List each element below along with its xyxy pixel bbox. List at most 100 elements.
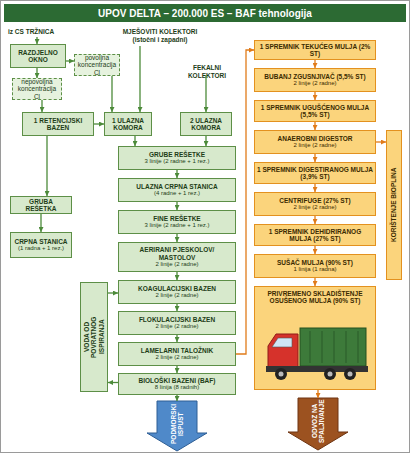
process-box: ULAZNA CRPNA STANICA(4 radne + 1 rez.)	[118, 178, 236, 202]
flow-connector	[108, 292, 118, 293]
text-holder: povoljna koncentracija Cl	[75, 55, 119, 75]
flow-connector	[314, 278, 315, 286]
text-holder: 1 ULAZNA KOMORA	[105, 113, 151, 135]
flow-connector	[36, 68, 37, 78]
box-detail: 2 linije (2 radne)	[293, 204, 336, 211]
process-box: 1 ULAZNA KOMORA	[104, 112, 152, 136]
box-heading: 1 SPREMNIK UGUŠĆENOG MULJA (5,5% ST)	[257, 104, 373, 119]
container-rib	[358, 331, 359, 363]
box-detail: (1 radna + 1 rez.)	[18, 245, 64, 252]
inflow-arrow	[139, 46, 140, 112]
inflow-arrow	[36, 37, 37, 44]
text-holder: 1 RETENCIJSKI BAZEN	[23, 113, 93, 135]
side-stream-box: VODA OD POVRATNOG ISPIRANJA	[80, 282, 108, 392]
arrow-outline	[288, 398, 348, 450]
text-holder: BIOLOŠKI BAZENI (BAF)8 linija (8 radnih)	[119, 374, 235, 394]
inflow-label: iz CS TRŽNICA	[8, 28, 68, 36]
flow-connector	[314, 154, 315, 162]
flow-connector	[314, 92, 315, 100]
flow-connector	[41, 100, 42, 112]
truck-container	[300, 328, 366, 366]
box-heading: ANAEROBNI DIGESTOR	[278, 135, 353, 142]
box-detail: 2 linije (2 radne)	[155, 261, 198, 268]
text-holder: ANAEROBNI DIGESTOR2 linije (2 radne)	[255, 131, 375, 153]
text-holder: KORIŠTENJE BIOPLINA	[387, 131, 401, 279]
container-rib	[322, 331, 323, 363]
flow-connector	[176, 202, 177, 210]
flow-connector	[314, 246, 315, 254]
flow-connector	[314, 60, 315, 68]
box-detail: 2 linije (2 radne)	[155, 354, 198, 361]
wheel-hub	[279, 372, 284, 377]
process-box: LAMELARNI TALOŽNIK2 linije (2 radne)	[118, 342, 236, 366]
text-holder: SUŠAČ MULJA (90% ST)1 linija (1 radna)	[255, 255, 375, 277]
process-box: BIOLOŠKI BAZENI (BAF)8 linija (8 radnih)	[118, 373, 236, 395]
box-heading: LAMELARNI TALOŽNIK	[141, 347, 213, 354]
process-box: FINE REŠETKE3 linije (2 radne + 1 rez.)	[118, 210, 236, 234]
box-heading: nepovoljna koncentracija Cl	[15, 78, 59, 100]
flow-connector	[108, 382, 118, 383]
box-heading: KOAGULACIJSKI BAZEN	[138, 285, 216, 292]
flow-connector	[176, 366, 177, 373]
inflow-label: MJEŠOVITI KOLEKTORI (istočni i zapadni)	[118, 28, 202, 44]
process-box: RAZDJELNO OKNO	[10, 44, 66, 68]
box-detail: 2 linije (2 radne)	[293, 80, 336, 87]
text-holder: FLOKULACIJSKI BAZEN2 linije (2 radne)	[119, 312, 235, 334]
flow-connector	[236, 50, 254, 354]
text-holder: 1 SPREMNIK UGUŠĆENOG MULJA (5,5% ST)	[255, 101, 375, 121]
flow-connector	[176, 234, 177, 242]
process-box: GRUBA REŠETKA	[10, 196, 72, 214]
text-holder: CENTRIFUGE (27% ST)2 linije (2 radne)	[255, 193, 375, 215]
process-box: FLOKULACIJSKI BAZEN2 linije (2 radne)	[118, 311, 236, 335]
flow-connector	[176, 395, 177, 401]
box-heading: FLOKULACIJSKI BAZEN	[139, 316, 215, 323]
box-detail: 8 linija (8 radnih)	[155, 384, 199, 391]
box-detail: 2 linije (2 radne)	[155, 292, 198, 299]
flow-connector	[317, 390, 318, 398]
text-holder: ODVOZ NA SPALJIVANJE	[298, 398, 338, 444]
box-detail: 2 linije (2 radne)	[293, 142, 336, 149]
box-detail: (4 radne + 1 rez.)	[154, 190, 200, 197]
truck-window	[272, 338, 292, 347]
text-holder: FINE REŠETKE3 linije (2 radne + 1 rez.)	[119, 211, 235, 233]
text-holder: GRUBA REŠETKA	[11, 197, 71, 213]
box-heading: KORIŠTENJE BIOPLINA	[390, 135, 397, 275]
outlet-arrow: ODVOZ NA SPALJIVANJE	[288, 398, 348, 450]
flow-connector	[205, 136, 206, 146]
process-box: CRPNA STANICA(1 radna + 1 rez.)	[10, 232, 72, 258]
outlet-arrow: PODMORSKI ISPUST	[147, 401, 207, 451]
truck-wheel	[324, 368, 336, 380]
box-detail: 3 linije (2 radne + 1 rez.)	[145, 222, 210, 229]
flow-connector	[314, 122, 315, 130]
text-holder: GRUBE REŠETKE3 linije (2 radne + 1 rez.)	[119, 147, 235, 169]
box-heading: 1 SPREMNIK DIGESTIRANOG MULJA (3,9% ST)	[257, 166, 373, 181]
text-holder: 1 SPREMNIK DEHIDRIRANOG MULJA (27% ST)	[255, 225, 375, 245]
flow-connector	[314, 216, 315, 224]
box-heading: 1 ULAZNA KOMORA	[107, 117, 149, 132]
box-heading: SUŠAČ MULJA (90% ST)	[277, 259, 353, 266]
flow-connector	[46, 136, 47, 196]
flow-connector	[176, 170, 177, 178]
text-holder: 1 SPREMNIK DIGESTIRANOG MULJA (3,9% ST)	[255, 163, 375, 183]
box-detail: 3 linije (2 radne + 1 rez.)	[145, 158, 210, 165]
text-holder: nepovoljna koncentracija Cl	[13, 79, 61, 99]
text-holder: 1 SPREMNIK TEKUĆEG MULJA (2% ST)	[255, 41, 375, 59]
flow-connector	[176, 304, 177, 311]
process-box: GRUBE REŠETKE3 linije (2 radne + 1 rez.)	[118, 146, 236, 170]
container-rib	[346, 331, 347, 363]
box-heading: PRIVREMENO SKLADIŠTENJE OSUŠENOG MULJA (…	[257, 290, 373, 305]
container-rib	[310, 331, 311, 363]
flow-connector	[376, 141, 386, 142]
wheel-hub	[328, 372, 333, 377]
box-heading: GRUBE REŠETKE	[149, 151, 205, 158]
text-holder: LAMELARNI TALOŽNIK2 linije (2 radne)	[119, 343, 235, 365]
box-heading: 1 RETENCIJSKI BAZEN	[25, 117, 91, 132]
flow-connector	[176, 335, 177, 342]
box-detail: 1 linija (1 radna)	[293, 266, 336, 273]
wheel-hub	[348, 372, 353, 377]
flow-connector	[66, 60, 74, 61]
text-holder: AERIRANI PJESKOLOV/ MASTOLOV2 linije (2 …	[119, 243, 235, 271]
process-box: 1 RETENCIJSKI BAZEN	[22, 112, 94, 136]
